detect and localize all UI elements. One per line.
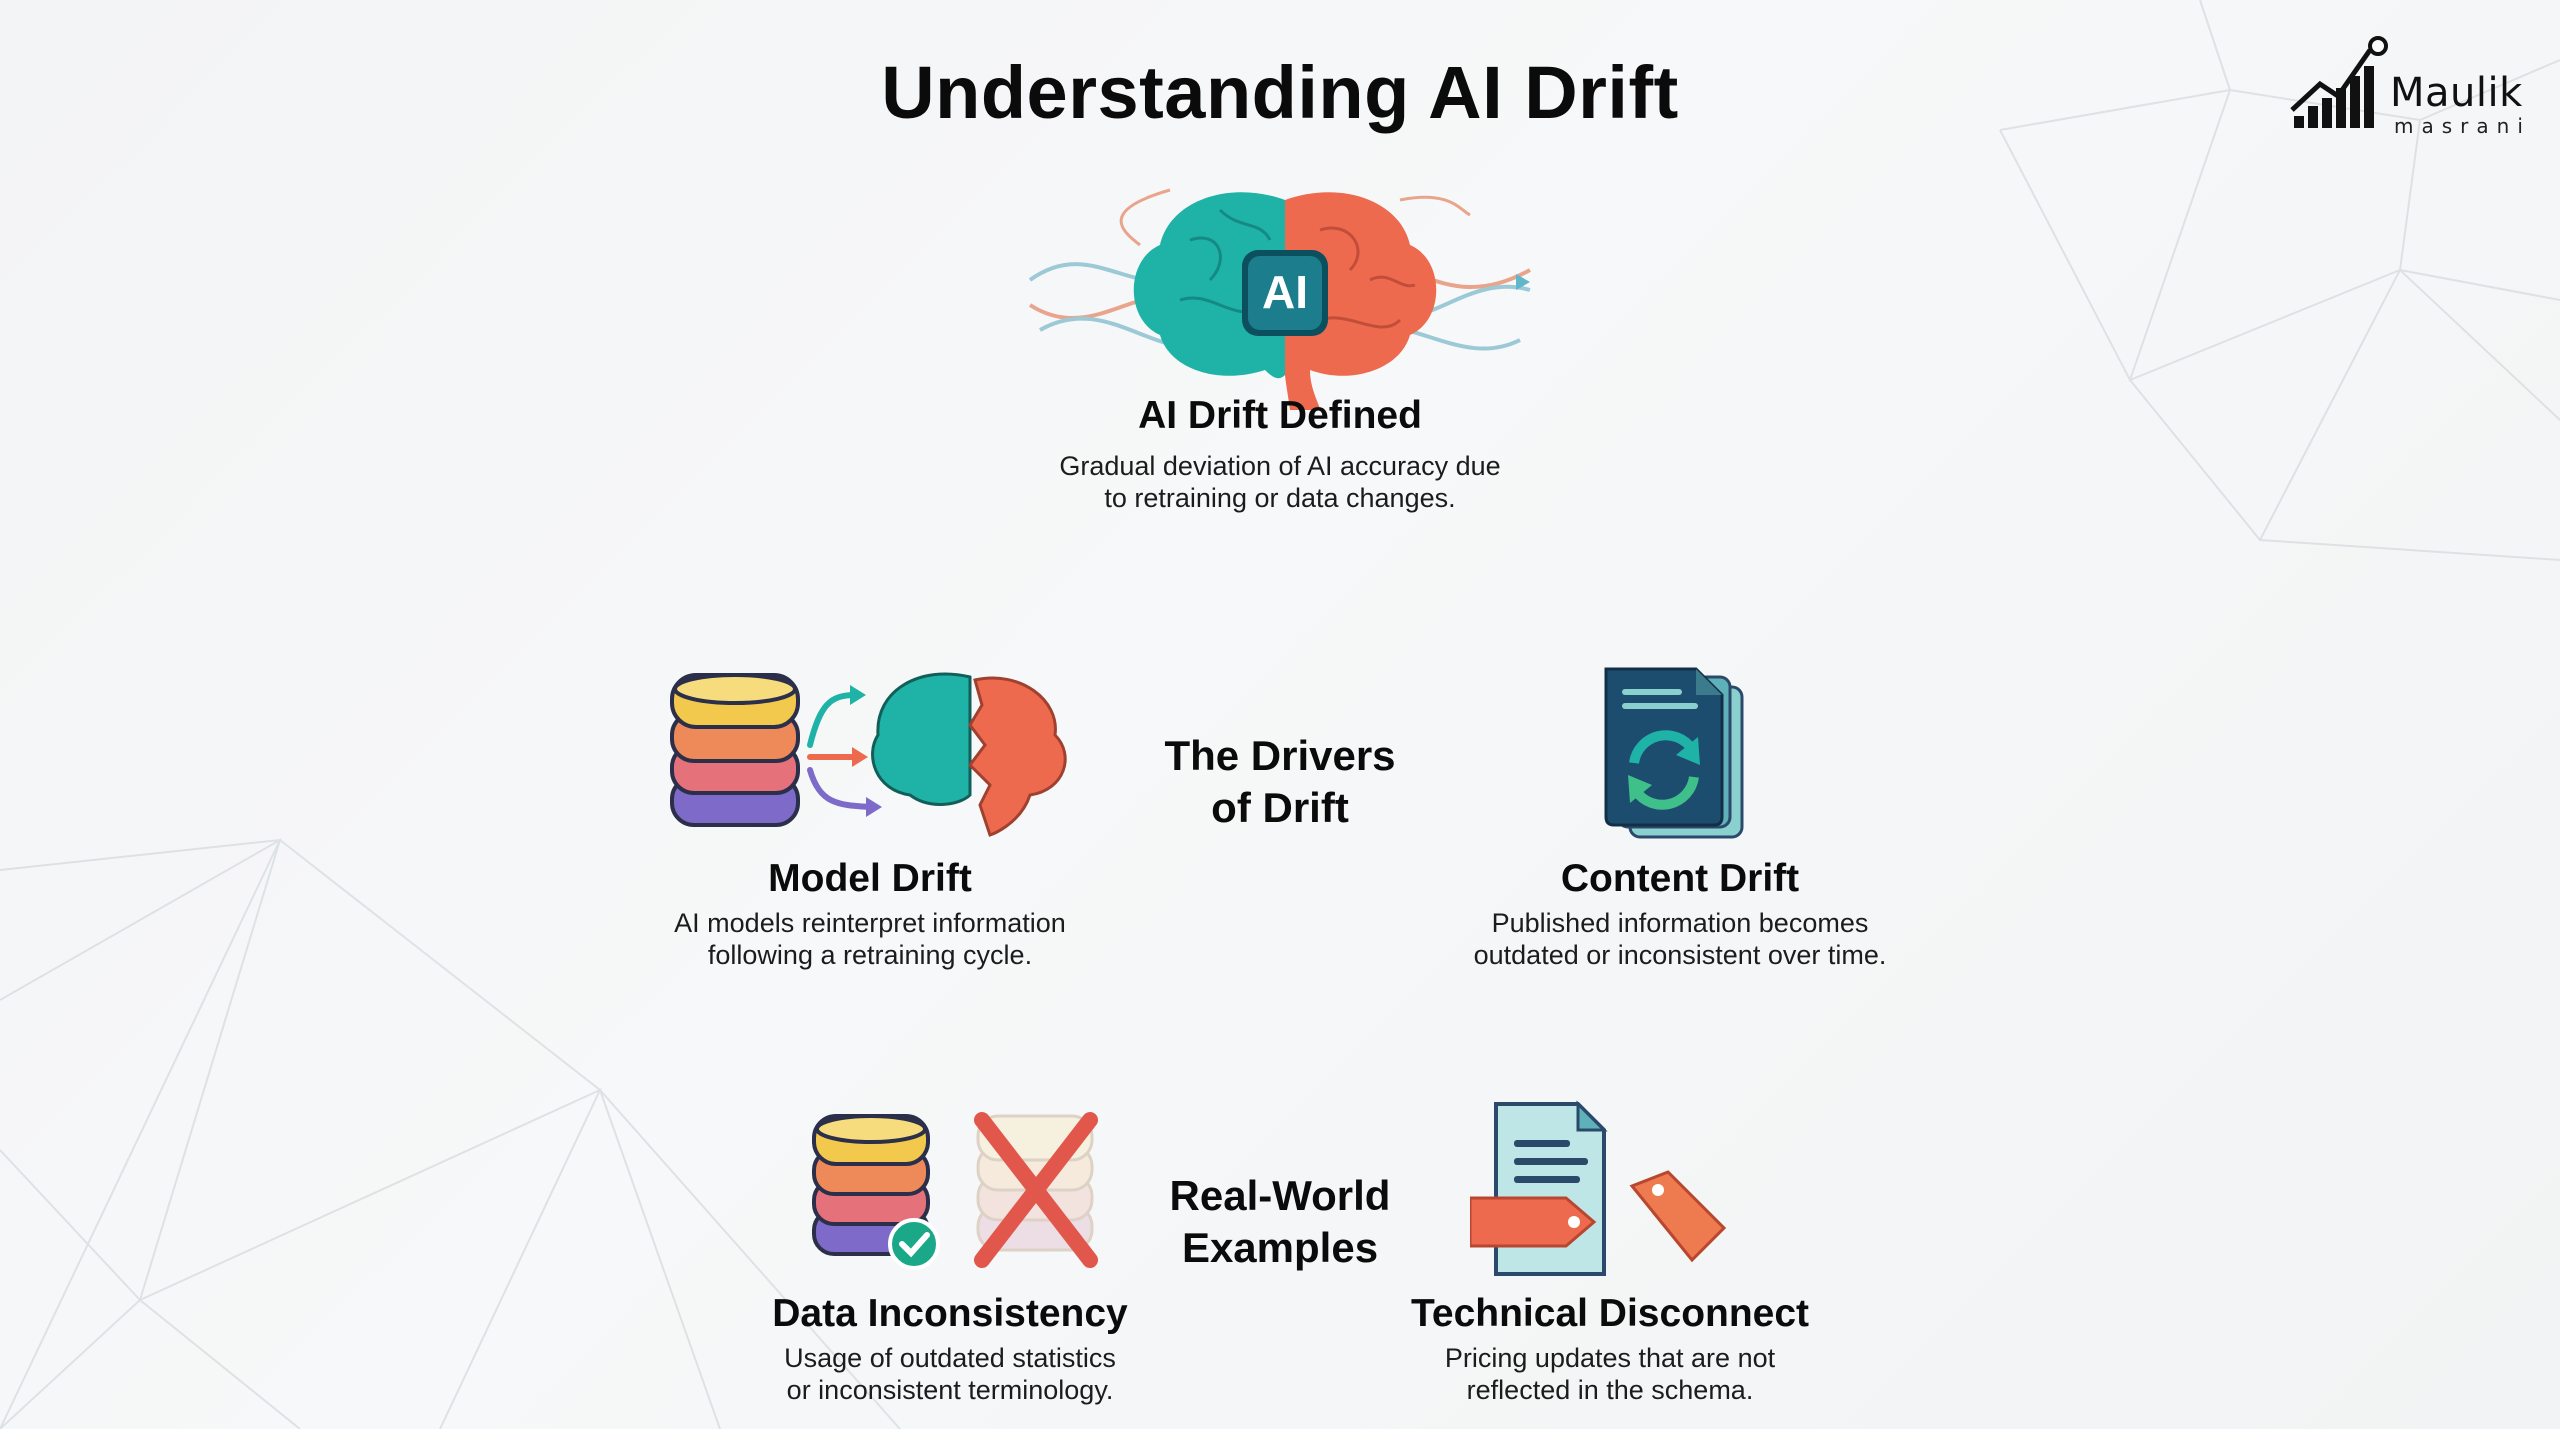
data-inconsistency-desc-line2: or inconsistent terminology. [786, 1375, 1114, 1405]
model-drift-desc-line1: AI models reinterpret information [674, 908, 1066, 938]
document-refresh-icon [1604, 667, 1744, 839]
technical-disconnect-desc-line1: Pricing updates that are not [1444, 1343, 1776, 1373]
technical-disconnect-title: Technical Disconnect [1410, 1292, 1810, 1335]
content-drift-desc-line1: Published information becomes [1491, 908, 1869, 938]
model-drift-desc-line2: following a retraining cycle. [707, 940, 1033, 970]
model-drift: Model Drift AI models reinterpret inform… [620, 665, 1120, 985]
content-drift-title: Content Drift [1560, 857, 1800, 900]
logo-chart-icon [2290, 36, 2388, 128]
logo: Maulik masrani [2290, 36, 2531, 138]
ai-drift-defined-desc-line2: to retraining or data changes. [1104, 483, 1456, 513]
drivers-of-drift-label: The Drivers of Drift [1100, 730, 1460, 834]
ai-drift-defined-desc-line1: Gradual deviation of AI accuracy due [1059, 451, 1501, 481]
data-inconsistency-desc-line1: Usage of outdated statistics [784, 1343, 1116, 1373]
database-check-cross-icon [812, 1112, 1098, 1270]
ai-brain-icon: AI [1028, 188, 1531, 410]
model-drift-title: Model Drift [768, 857, 972, 900]
real-world-examples-label: Real-World Examples [1100, 1170, 1460, 1274]
logo-name: Maulik [2390, 70, 2523, 116]
data-inconsistency: Data Inconsistency Usage of outdated sta… [700, 1110, 1200, 1410]
ai-drift-defined: AI AI Drift Defined Gradual deviation of… [980, 170, 1580, 520]
drivers-label-line2: of Drift [1211, 784, 1349, 831]
data-inconsistency-title: Data Inconsistency [772, 1292, 1128, 1335]
ai-drift-defined-title: AI Drift Defined [1138, 394, 1422, 437]
examples-label-line2: Examples [1181, 1224, 1379, 1271]
content-drift: Content Drift Published information beco… [1430, 665, 1930, 985]
examples-label-line1: Real-World [1169, 1172, 1391, 1219]
database-to-brain-icon [670, 672, 1067, 837]
page-title: Understanding AI Drift [881, 51, 1679, 134]
ai-badge-text: AI [1262, 266, 1308, 318]
logo-subtitle: masrani [2394, 114, 2531, 138]
document-price-tag-icon [1470, 1100, 1727, 1276]
technical-disconnect: Technical Disconnect Pricing updates tha… [1360, 1100, 1860, 1410]
content-drift-desc-line2: outdated or inconsistent over time. [1473, 940, 1887, 970]
drivers-label-line1: The Drivers [1164, 732, 1396, 779]
technical-disconnect-desc-line2: reflected in the schema. [1466, 1375, 1754, 1405]
